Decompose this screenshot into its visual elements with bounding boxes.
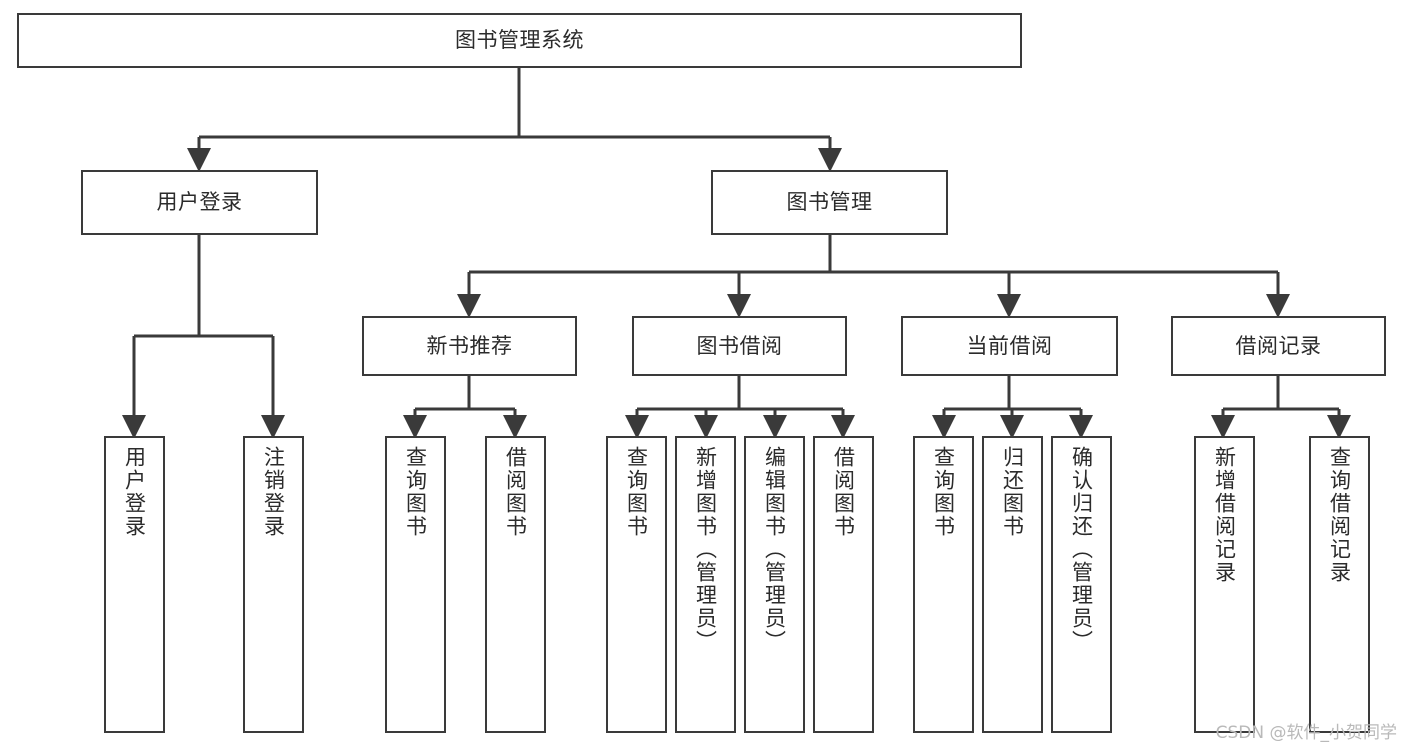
csdn-watermark: CSDN @软件_小贺同学: [1215, 723, 1397, 743]
leaf-new-book-borrow-book[interactable]: 借阅图书: [485, 436, 546, 733]
node-label: 归还图书: [1000, 446, 1025, 538]
leaf-book-borrow-add-book-admin[interactable]: 新增图书（管理员）: [675, 436, 736, 733]
node-current-borrow[interactable]: 当前借阅: [901, 316, 1118, 376]
node-label: 借阅图书: [503, 446, 528, 538]
node-label: 图书管理系统: [455, 28, 584, 53]
node-label: 新书推荐: [426, 333, 513, 358]
node-book-borrow[interactable]: 图书借阅: [632, 316, 847, 376]
node-label: 当前借阅: [966, 333, 1053, 358]
node-book-management-system[interactable]: 图书管理系统: [17, 13, 1022, 68]
leaf-current-borrow-return-book[interactable]: 归还图书: [982, 436, 1043, 733]
leaf-current-borrow-query-book[interactable]: 查询图书: [913, 436, 974, 733]
node-label: 图书管理: [786, 190, 873, 215]
node-label: 查询图书: [624, 446, 649, 538]
node-label: 编辑图书（管理员）: [762, 446, 787, 653]
leaf-current-borrow-confirm-return-admin[interactable]: 确认归还（管理员）: [1051, 436, 1112, 733]
node-label: 查询图书: [931, 446, 956, 538]
node-user-login[interactable]: 用户登录: [81, 170, 318, 235]
node-borrow-record[interactable]: 借阅记录: [1171, 316, 1386, 376]
leaf-book-borrow-edit-book-admin[interactable]: 编辑图书（管理员）: [744, 436, 805, 733]
leaf-borrow-record-add-record[interactable]: 新增借阅记录: [1194, 436, 1255, 733]
node-label: 注销登录: [261, 446, 286, 538]
leaf-book-borrow-borrow-book[interactable]: 借阅图书: [813, 436, 874, 733]
node-label: 借阅记录: [1235, 333, 1322, 358]
node-label: 新增图书（管理员）: [693, 446, 718, 653]
node-label: 确认归还（管理员）: [1069, 446, 1094, 653]
node-label: 新增借阅记录: [1212, 446, 1237, 584]
leaf-user-login-logout[interactable]: 注销登录: [243, 436, 304, 733]
node-label: 查询图书: [403, 446, 428, 538]
node-label: 图书借阅: [696, 333, 783, 358]
leaf-book-borrow-query-book[interactable]: 查询图书: [606, 436, 667, 733]
leaf-new-book-query-book[interactable]: 查询图书: [385, 436, 446, 733]
node-book-management[interactable]: 图书管理: [711, 170, 948, 235]
node-label: 借阅图书: [831, 446, 856, 538]
node-label: 用户登录: [122, 446, 147, 538]
leaf-user-login-login[interactable]: 用户登录: [104, 436, 165, 733]
node-label: 用户登录: [156, 190, 243, 215]
node-new-book-recommend[interactable]: 新书推荐: [362, 316, 577, 376]
leaf-borrow-record-query-record[interactable]: 查询借阅记录: [1309, 436, 1370, 733]
node-label: 查询借阅记录: [1327, 446, 1352, 584]
